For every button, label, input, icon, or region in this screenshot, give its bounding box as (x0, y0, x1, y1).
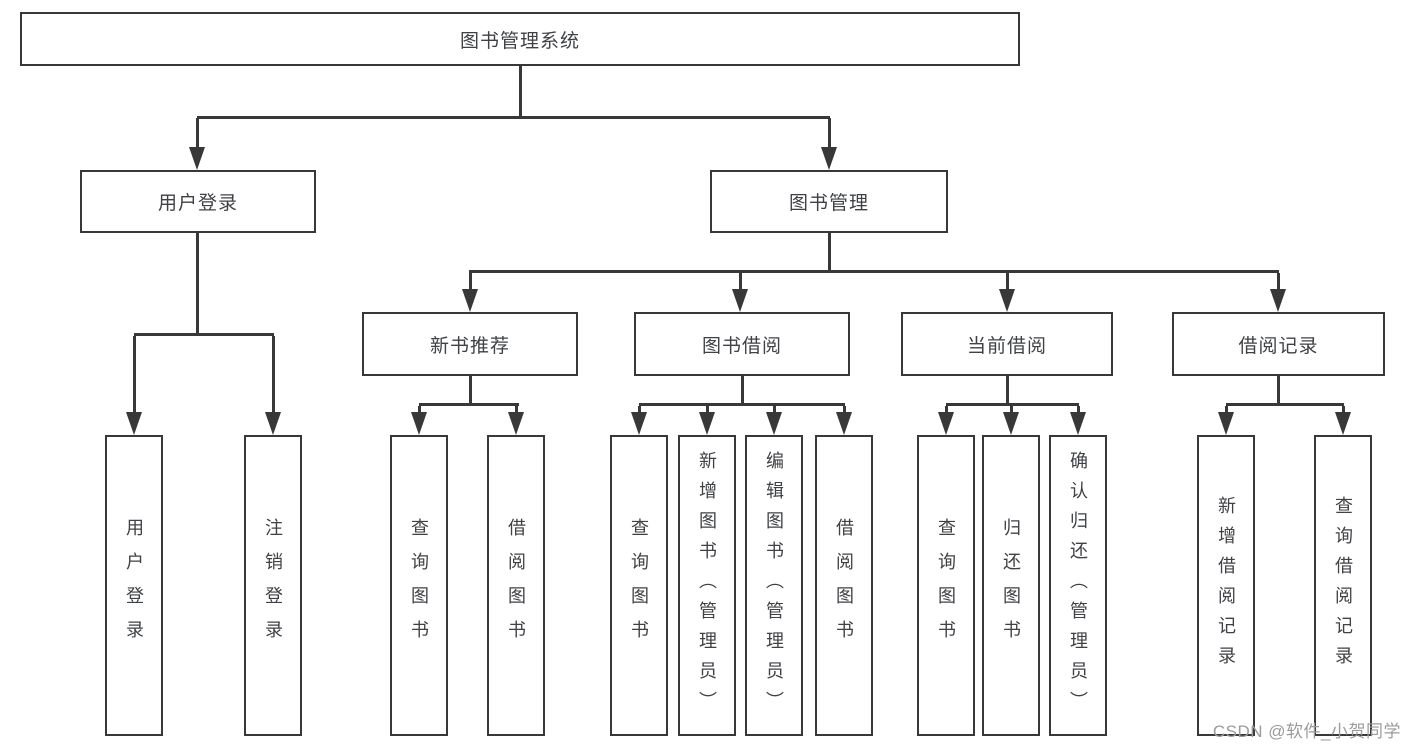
connector-line (1224, 406, 1228, 414)
connector-line (468, 376, 472, 405)
connector-line (637, 406, 641, 414)
leaf-edit-book-admin: 编辑图书（管理员） (745, 435, 803, 736)
leaf-query-books-current: 查询图书 (917, 435, 975, 736)
connector-line (271, 336, 275, 415)
node-user-login: 用户登录 (80, 170, 316, 233)
leaf-query-books-recommend: 查询图书 (390, 435, 448, 736)
connector-line (514, 406, 518, 414)
connector-line (1276, 376, 1280, 405)
leaf-label: 注销登录 (263, 517, 283, 654)
node-label: 新书推荐 (429, 335, 510, 357)
connector-line (468, 273, 472, 291)
node-current-borrowing: 当前借阅 (901, 312, 1113, 376)
node-book-borrowing: 图书借阅 (634, 312, 850, 376)
arrowhead-down-icon (411, 412, 427, 435)
leaf-label: 查询图书 (409, 517, 429, 654)
connector-line (1341, 406, 1345, 414)
arrowhead-down-icon (999, 289, 1015, 312)
arrowhead-down-icon (462, 289, 478, 312)
leaf-label: 借阅图书 (506, 517, 526, 654)
arrowhead-down-icon (938, 412, 954, 435)
leaf-label: 新增借阅记录 (1216, 495, 1236, 676)
leaf-label: 查询图书 (936, 517, 956, 654)
node-label: 当前借阅 (966, 335, 1047, 357)
connector-line (1009, 406, 1013, 414)
connector-line (1005, 273, 1009, 291)
arrowhead-down-icon (699, 412, 715, 435)
node-label: 图书管理 (788, 193, 869, 214)
leaf-label: 确认归还（管理员） (1068, 450, 1088, 721)
watermark: CSDN @软件_小贺同学 (1212, 722, 1401, 741)
node-borrowing-records: 借阅记录 (1172, 312, 1385, 376)
connector-line (705, 406, 709, 414)
connector-line (468, 270, 1279, 273)
leaf-query-books-borrowing: 查询图书 (610, 435, 668, 736)
connector-line (134, 333, 274, 336)
leaf-label: 借阅图书 (834, 517, 854, 654)
arrowhead-down-icon (1070, 412, 1086, 435)
connector-line (195, 233, 199, 336)
arrowhead-down-icon (1003, 412, 1019, 435)
node-label: 借阅记录 (1238, 335, 1319, 357)
leaf-confirm-return-admin: 确认归还（管理员） (1049, 435, 1107, 736)
node-new-book-recommend: 新书推荐 (362, 312, 578, 376)
connector-line (842, 406, 846, 414)
arrowhead-down-icon (265, 412, 281, 435)
leaf-logout: 注销登录 (244, 435, 302, 736)
node-root-library-system: 图书管理系统 (20, 12, 1020, 66)
arrowhead-down-icon (766, 412, 782, 435)
connector-line (195, 118, 199, 150)
leaf-label: 查询图书 (629, 517, 649, 654)
connector-line (518, 66, 522, 118)
arrowhead-down-icon (1335, 412, 1351, 435)
arrowhead-down-icon (508, 412, 524, 435)
leaf-return-books: 归还图书 (982, 435, 1040, 736)
connector-line (738, 273, 742, 291)
connector-line (1005, 376, 1009, 405)
connector-line (419, 403, 519, 406)
leaf-add-borrow-record: 新增借阅记录 (1197, 435, 1255, 736)
leaf-label: 归还图书 (1001, 517, 1021, 654)
leaf-query-borrow-record: 查询借阅记录 (1314, 435, 1372, 736)
leaf-borrow-books-recommend: 借阅图书 (487, 435, 545, 736)
arrowhead-down-icon (821, 147, 837, 170)
arrowhead-down-icon (189, 147, 205, 170)
leaf-label: 新增图书（管理员） (697, 450, 717, 721)
arrowhead-down-icon (126, 412, 142, 435)
arrowhead-down-icon (631, 412, 647, 435)
node-book-management: 图书管理 (710, 170, 948, 233)
arrowhead-down-icon (1218, 412, 1234, 435)
arrowhead-down-icon (1270, 289, 1286, 312)
leaf-add-book-admin: 新增图书（管理员） (678, 435, 736, 736)
connector-line (1076, 406, 1080, 414)
connector-line (944, 406, 948, 414)
leaf-user-login: 用户登录 (105, 435, 163, 736)
connector-line (827, 233, 831, 273)
leaf-label: 查询借阅记录 (1333, 495, 1353, 676)
connector-line (132, 336, 136, 415)
connector-line (946, 403, 1079, 406)
connector-line (639, 403, 845, 406)
leaf-label: 用户登录 (124, 517, 144, 654)
connector-line (417, 406, 421, 414)
leaf-borrow-books-borrowing: 借阅图书 (815, 435, 873, 736)
node-label: 用户登录 (157, 193, 238, 214)
connector-line (197, 116, 830, 119)
connector-line (1276, 273, 1280, 291)
leaf-label: 编辑图书（管理员） (764, 450, 784, 721)
arrowhead-down-icon (732, 289, 748, 312)
arrowhead-down-icon (836, 412, 852, 435)
connector-line (1226, 403, 1344, 406)
connector-line (772, 406, 776, 414)
connector-line (740, 376, 744, 405)
node-label: 图书管理系统 (459, 30, 580, 52)
node-label: 图书借阅 (701, 335, 782, 357)
connector-line (827, 118, 831, 150)
